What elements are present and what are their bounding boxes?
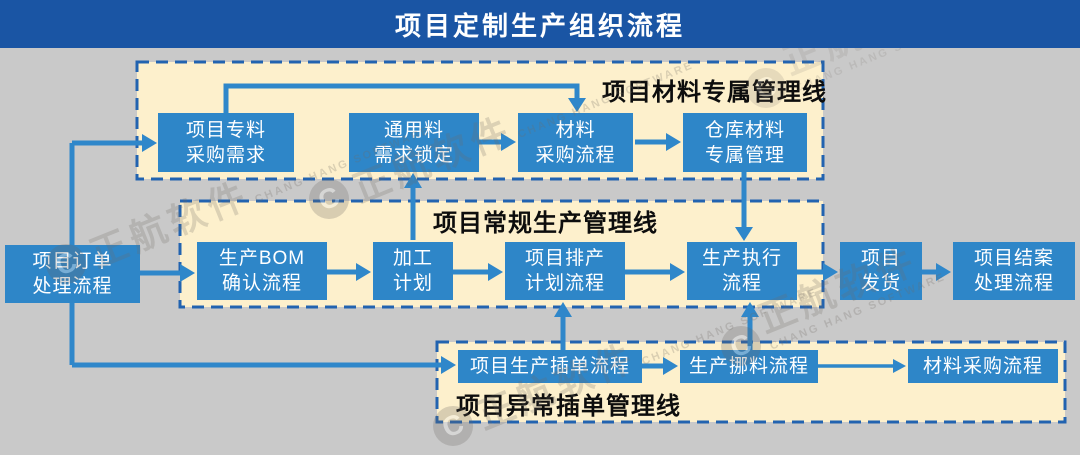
node-label-line: 专属管理	[704, 144, 785, 166]
node-project-special-material-request: 项目专料 采购需求	[158, 113, 294, 172]
node-label-line: 采购流程	[535, 144, 616, 166]
node-label-line: 项目排产	[524, 248, 605, 269]
node-label-line: 计划流程	[524, 273, 605, 294]
node-production-execution: 生产执行 流程	[687, 242, 797, 300]
node-production-material-transfer: 生产挪料流程	[680, 350, 818, 383]
node-label-line: 加工	[392, 248, 433, 269]
node-production-bom-confirm: 生产BOM 确认流程	[197, 242, 327, 300]
node-label-line: 项目	[860, 248, 901, 269]
node-material-purchase-process: 材料 采购流程	[518, 113, 633, 172]
title-bar: 项目定制生产组织流程	[0, 0, 1080, 48]
node-label-line: 采购需求	[185, 144, 266, 166]
lane-label-material: 项目材料专属管理线	[602, 79, 827, 106]
node-project-closing-process: 项目结案 处理流程	[953, 242, 1075, 300]
node-label-line: 流程	[721, 273, 762, 294]
node-project-production-insert-order: 项目生产插单流程	[458, 350, 642, 383]
node-common-material-demand-lock: 通用料 需求锁定	[349, 113, 479, 172]
node-label-line: 项目生产插单流程	[469, 356, 630, 377]
node-material-purchase-process-2: 材料采购流程	[908, 349, 1058, 383]
node-label-line: 处理流程	[32, 276, 113, 297]
node-label-line: 项目订单	[32, 251, 113, 272]
node-label-line: 确认流程	[221, 273, 302, 294]
node-label-line: 生产BOM	[218, 248, 306, 269]
node-project-scheduling-plan: 项目排产 计划流程	[505, 242, 625, 300]
node-project-shipment: 项目 发货	[840, 242, 922, 300]
node-label-line: 项目结案	[973, 248, 1054, 269]
connector-special-to-purchase	[223, 83, 580, 113]
node-label-line: 需求锁定	[373, 144, 454, 166]
lane-label-exception: 项目异常插单管理线	[456, 393, 681, 420]
connector-arrowheads	[142, 98, 951, 375]
node-label-line: 材料	[555, 119, 596, 141]
node-project-order-processing: 项目订单 处理流程	[5, 245, 140, 303]
node-label-line: 仓库材料	[704, 119, 785, 141]
node-label-line: 计划	[392, 273, 433, 294]
node-warehouse-material-exclusive-mgmt: 仓库材料 专属管理	[683, 113, 807, 172]
node-label-line: 处理流程	[973, 273, 1054, 294]
node-processing-plan: 加工 计划	[373, 242, 453, 300]
node-label-line: 项目专料	[185, 119, 266, 141]
node-label-line: 生产执行	[701, 248, 782, 269]
node-label-line: 通用料	[383, 119, 444, 141]
node-label-line: 材料采购流程	[922, 355, 1043, 377]
lane-label-regular: 项目常规生产管理线	[433, 210, 658, 237]
node-label-line: 发货	[860, 273, 901, 294]
page-title: 项目定制生产组织流程	[394, 10, 685, 41]
node-label-line: 生产挪料流程	[688, 356, 809, 377]
